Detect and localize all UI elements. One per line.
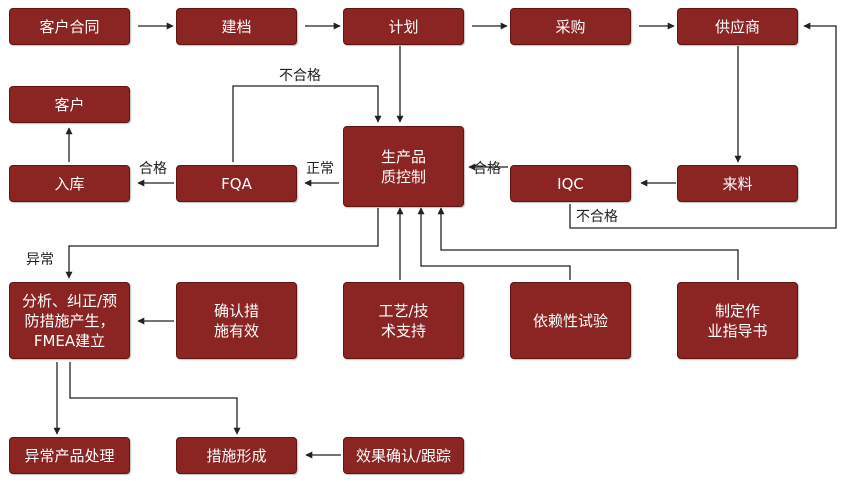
node-purchase: 采购: [510, 8, 631, 45]
label-fail-bottom: 不合格: [576, 209, 618, 225]
node-customer: 客户: [9, 86, 130, 123]
arrow-analysis-to-measures: [69, 362, 241, 435]
node-effect-tracking: 效果确认/跟踪: [343, 437, 464, 474]
node-instruction: 制定作 业指导书: [677, 282, 798, 359]
arrow-reliability-to-production: [417, 207, 571, 280]
node-analysis: 分析、纠正/预 防措施产生， FMEA建立: [9, 282, 130, 359]
node-iqc: IQC: [510, 165, 631, 202]
node-supplier: 供应商: [677, 8, 798, 45]
arrow-production-abnormal: [65, 208, 379, 279]
arrow-instruction-to-production: [437, 207, 739, 280]
label-abnormal: 异常: [26, 252, 54, 268]
node-reliability-test: 依赖性试验: [510, 282, 631, 359]
arrow-iqc-fail-loop: [569, 22, 837, 229]
node-filing: 建档: [176, 8, 297, 45]
label-fail-top: 不合格: [279, 68, 321, 84]
label-normal: 正常: [306, 161, 334, 177]
node-abnormal-handling: 异常产品处理: [9, 437, 130, 474]
node-plan: 计划: [343, 8, 464, 45]
label-pass-right: 合格: [473, 161, 501, 177]
label-pass-left: 合格: [139, 161, 167, 177]
node-process-support: 工艺/技 术支持: [343, 282, 464, 359]
node-fqa: FQA: [176, 165, 297, 202]
node-confirm-measures: 确认措 施有效: [176, 282, 297, 359]
node-incoming: 来料: [677, 165, 798, 202]
node-production-quality: 生产品 质控制: [343, 126, 464, 207]
node-customer-contract: 客户合同: [9, 8, 130, 45]
node-warehousing: 入库: [9, 165, 130, 202]
arrow-fqa-fail-loop: [232, 85, 382, 162]
node-measures-formed: 措施形成: [176, 437, 297, 474]
